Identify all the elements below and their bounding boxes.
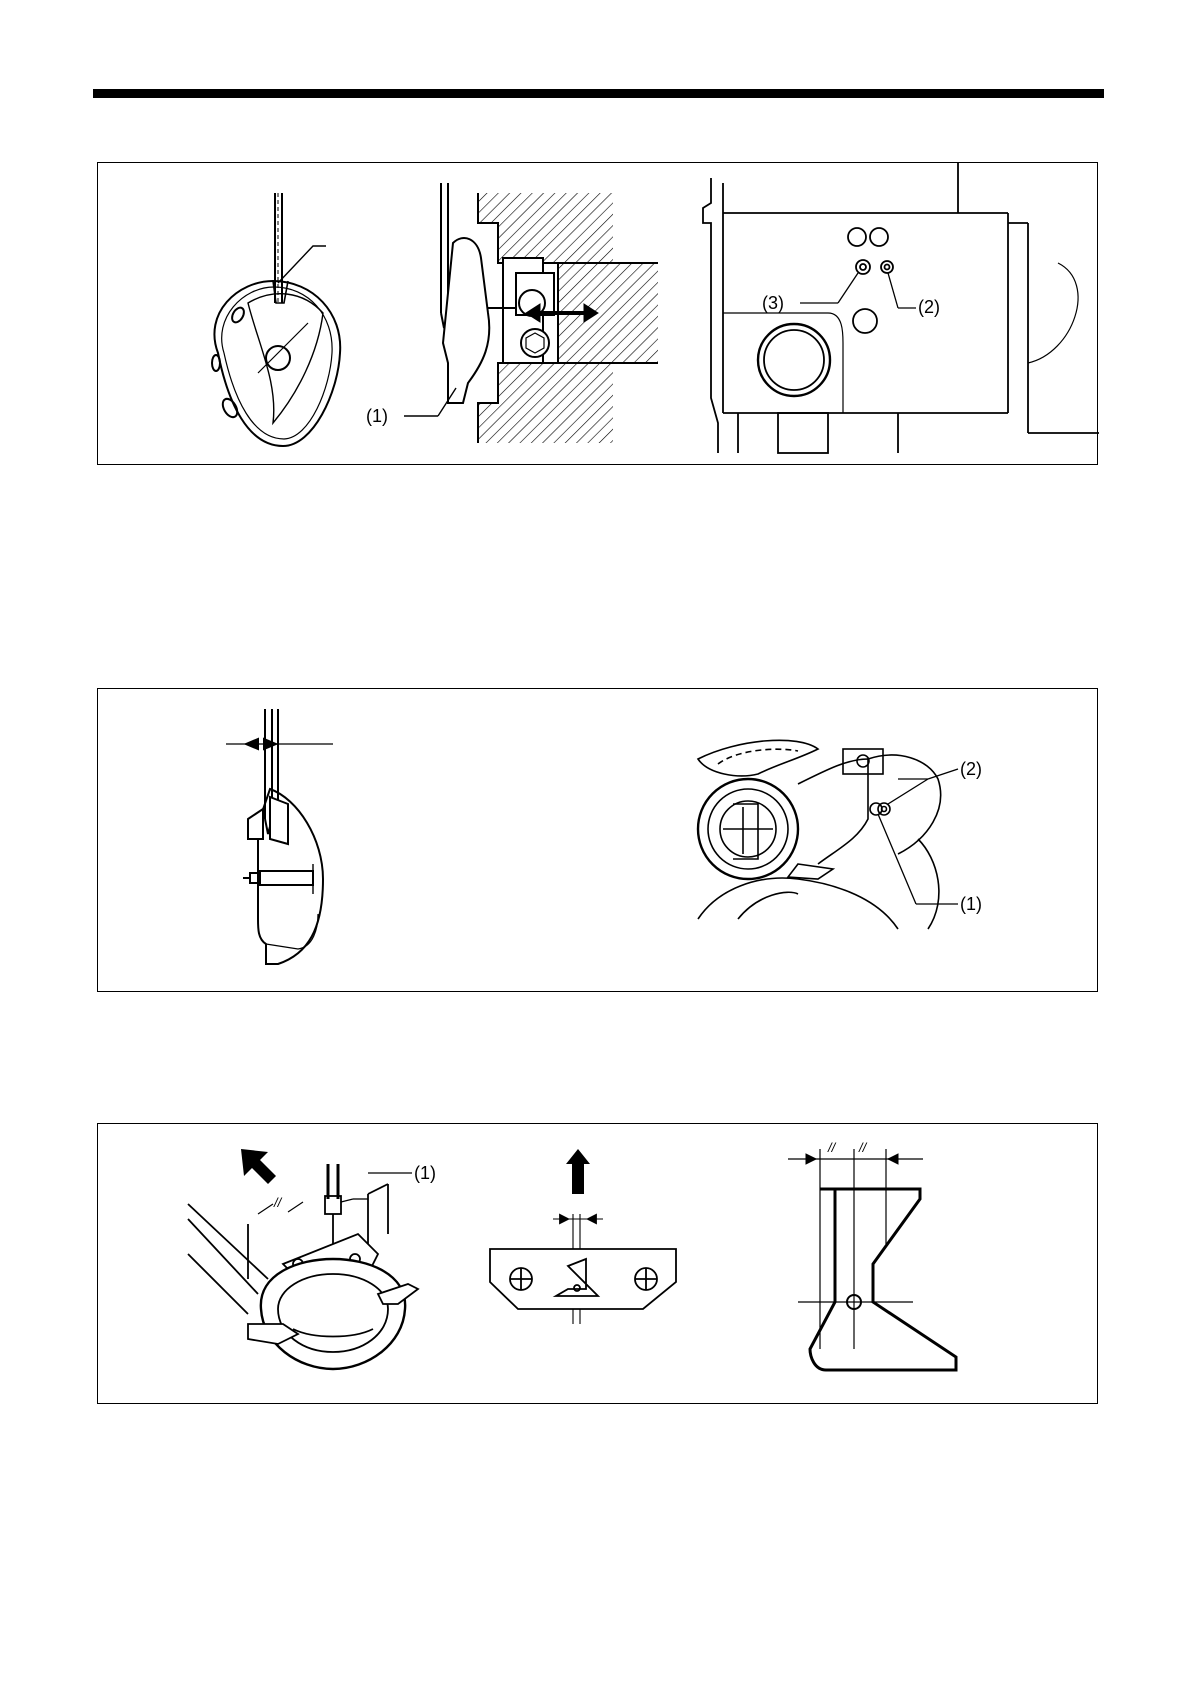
figure-2-drawing: (2) (1) <box>98 689 1099 993</box>
tick-mark-right-2: // <box>858 1140 868 1155</box>
figure-1-drawing: (1) (3) (2) <box>98 163 1099 466</box>
callout-1-fig2: (1) <box>960 894 982 914</box>
needle-plate-left: // (1) <box>188 1149 436 1369</box>
callout-1-fig3: (1) <box>414 1163 436 1183</box>
hook-section-middle: (1) <box>366 183 658 443</box>
hook-machine-right <box>698 740 958 929</box>
figure-panel-1: (1) (3) (2) <box>97 162 1098 465</box>
callout-2-fig2: (2) <box>960 759 982 779</box>
callout-3-right: (3) <box>762 293 784 313</box>
callout-2-right: (2) <box>918 297 940 317</box>
plate-detail-middle <box>490 1149 676 1324</box>
needle-hole-enlarged-right <box>788 1149 956 1370</box>
tick-mark-right-1: // <box>827 1140 837 1155</box>
figure-3-drawing: // (1) <box>98 1124 1099 1405</box>
header-rule <box>93 89 1104 98</box>
up-arrow-middle <box>566 1149 590 1194</box>
figure-panel-2: (2) (1) <box>97 688 1098 992</box>
direction-arrow-left <box>241 1149 276 1184</box>
tick-mark-left: // <box>273 1195 283 1210</box>
callout-1-left: (1) <box>366 406 388 426</box>
hook-side-view-left <box>226 709 333 964</box>
figure-panel-3: // (1) <box>97 1123 1098 1404</box>
hook-drawing-left <box>212 193 340 446</box>
